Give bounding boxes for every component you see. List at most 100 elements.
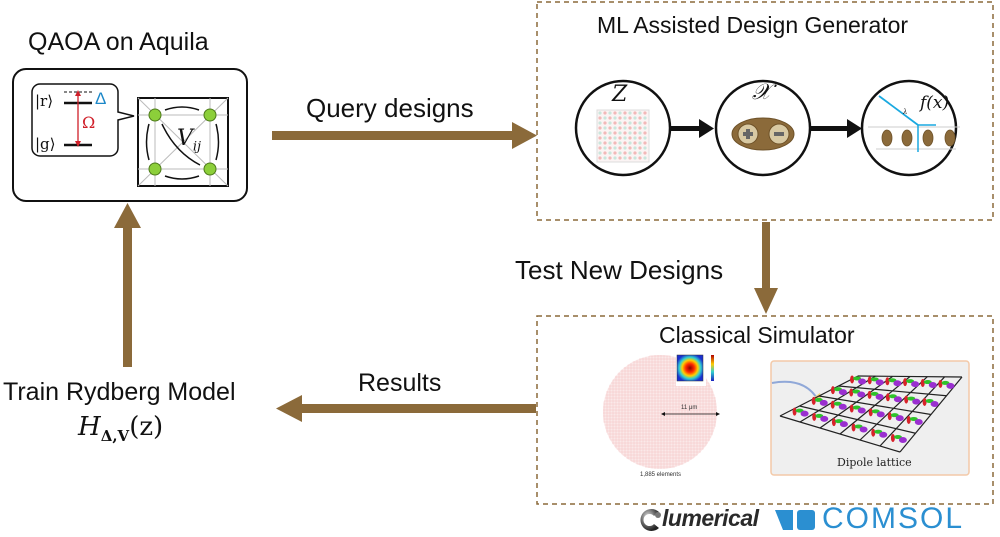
pattern-dot (643, 111, 647, 115)
lattice-line (899, 376, 963, 453)
dipole-green (870, 391, 879, 396)
pattern-dot (638, 146, 642, 150)
dipole-red (849, 404, 854, 413)
pattern-dot (608, 136, 612, 140)
omega-arrow-head-up (75, 90, 81, 96)
lattice-line (879, 376, 946, 447)
dipole-purple (857, 391, 866, 398)
arrow-x-to-f-head (847, 119, 862, 138)
pattern-dot (628, 116, 632, 120)
pattern-dot (618, 156, 622, 160)
elements-count: 1,885 elements (640, 472, 682, 478)
dipole-green (890, 413, 899, 418)
pattern-dot (638, 141, 642, 145)
pattern-dot (638, 136, 642, 140)
results-arrow-head (276, 395, 302, 422)
detuning-label: Δ (95, 89, 107, 108)
pattern-dot (603, 111, 607, 115)
dipole-red (871, 428, 876, 437)
dipole-red (885, 377, 890, 386)
dipole-lattice-panel (770, 360, 970, 476)
pattern-dot (613, 126, 617, 130)
latent-symbol: Z (612, 82, 628, 107)
pattern-dot (618, 151, 622, 155)
dipole-green (834, 419, 843, 424)
dipole-green (925, 398, 934, 403)
pattern-dot (643, 116, 647, 120)
pattern-dot (618, 121, 622, 125)
dipole-purple (914, 418, 923, 425)
arrow-x-to-f (811, 126, 849, 131)
dipole-green (814, 397, 823, 402)
dipole-green (871, 409, 880, 414)
minus-icon (774, 132, 784, 136)
pattern-dot (623, 151, 627, 155)
arrow-z-to-x (671, 126, 701, 131)
dipole-purple (819, 399, 828, 406)
dipole-green (870, 377, 879, 382)
pattern-dot (633, 151, 637, 155)
dipole-purple (928, 382, 937, 389)
pattern-dot (643, 141, 647, 145)
pattern-dot (628, 126, 632, 130)
dipole-green (852, 405, 861, 410)
pattern-dot (623, 111, 627, 115)
pattern-dot (628, 141, 632, 145)
dipole-red (904, 395, 909, 404)
pattern-dot (608, 151, 612, 155)
colorbar (711, 355, 714, 381)
dipole-green (833, 401, 842, 406)
ground-state-label: |g⟩ (35, 135, 56, 153)
query-designs-label: Query designs (306, 93, 474, 123)
results-label: Results (358, 369, 442, 397)
dipole-green (907, 396, 916, 401)
pattern-dot (613, 136, 617, 140)
dipole-purple (879, 431, 888, 438)
pattern-dot (638, 151, 642, 155)
dipole-purple (893, 380, 902, 387)
dipole-red (938, 379, 943, 388)
dipole-red (867, 390, 872, 399)
pattern-dot (598, 111, 602, 115)
pattern-dot (598, 126, 602, 130)
qaoa-title: QAOA on Aquila (28, 28, 209, 56)
pattern-dot (623, 136, 627, 140)
dipole-purple (857, 407, 866, 414)
design-symbol: 𝒳 (752, 80, 771, 105)
dipole-green (906, 379, 915, 384)
pattern-dot (608, 126, 612, 130)
interaction-label: Vij (177, 126, 202, 155)
dipole-purple (912, 398, 921, 405)
pattern-dot (633, 116, 637, 120)
dipole-purple (838, 389, 847, 396)
pattern-dot (628, 111, 632, 115)
pattern-dot (608, 121, 612, 125)
dipole-green (853, 376, 862, 381)
dipole-red (885, 393, 890, 402)
pattern-dot (603, 126, 607, 130)
pattern-dot (628, 121, 632, 125)
pattern-dot (613, 121, 617, 125)
lattice-caption: Dipole lattice (837, 456, 912, 469)
pattern-dot (623, 126, 627, 130)
pattern-dot (633, 126, 637, 130)
atom (203, 162, 217, 176)
pattern-dot (603, 116, 607, 120)
pattern-dot (618, 116, 622, 120)
dipole-green (852, 389, 861, 394)
pattern-dot (633, 121, 637, 125)
dipole-red (811, 396, 816, 405)
pattern-dot (628, 136, 632, 140)
dipole-purple (839, 421, 848, 428)
pattern-dot (598, 141, 602, 145)
pattern-dot (638, 156, 642, 160)
pattern-dot (603, 146, 607, 150)
dipole-green (795, 408, 804, 413)
dipole-green (833, 387, 842, 392)
dipole-green (815, 413, 824, 418)
response-symbol: f(x) (920, 93, 950, 113)
interaction-arrows (145, 106, 220, 180)
query-arrow-shaft (272, 131, 517, 140)
pattern-dot (603, 156, 607, 160)
pattern-dot (598, 116, 602, 120)
